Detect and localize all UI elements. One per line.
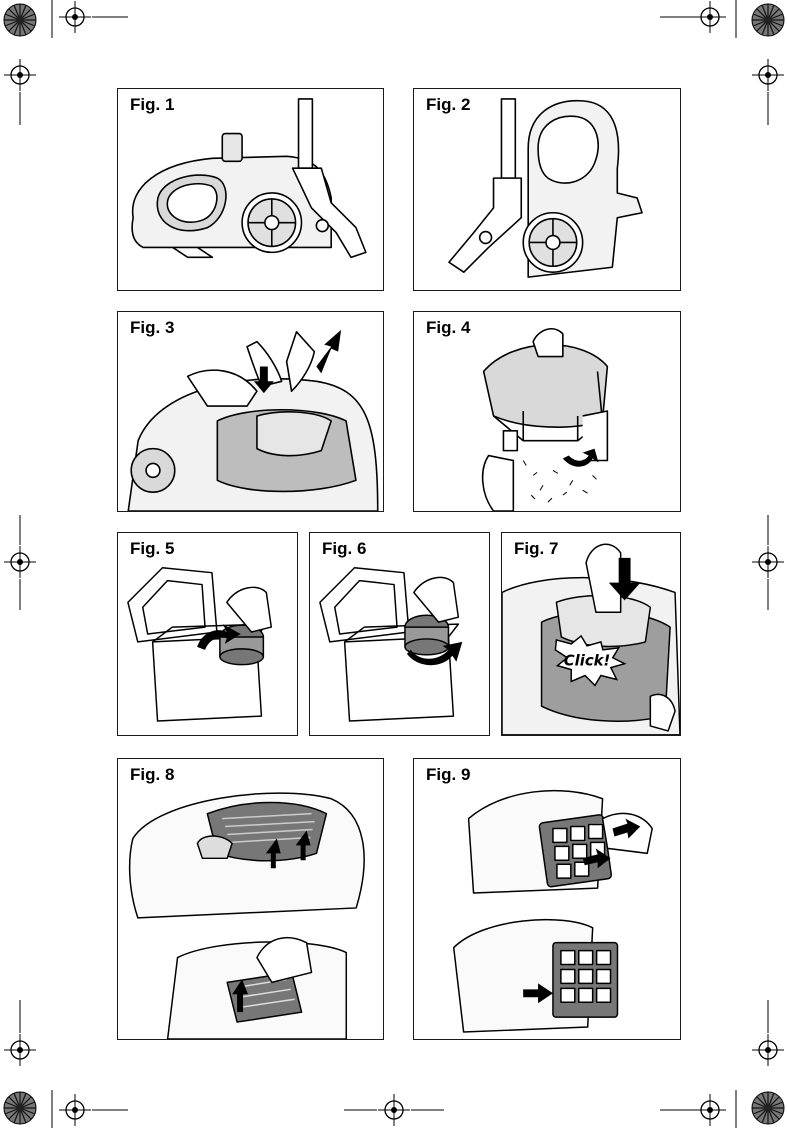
figure-1: Fig. 1 [117,88,384,291]
install-filter-illustration [310,533,489,735]
figure-label: Fig. 9 [424,765,472,785]
figure-4: Fig. 4 [413,311,681,512]
remove-filter-illustration [118,533,297,735]
click-container-illustration: Click! [502,533,680,735]
figure-3: Fig. 3 [117,311,384,512]
color-wheel-top-left [4,4,36,36]
figure-label: Fig. 6 [320,539,368,559]
figure-9: Fig. 9 [413,758,681,1040]
figure-2: Fig. 2 [413,88,681,291]
color-wheel-top-right [752,4,784,36]
figure-label: Fig. 4 [424,318,472,338]
click-callout: Click! [564,653,610,670]
replace-hepa-filter-illustration [414,759,680,1039]
lift-container-illustration [118,312,383,511]
figure-label: Fig. 5 [128,539,176,559]
rotate-arrow-icon [563,449,599,467]
figure-8: Fig. 8 [117,758,384,1040]
color-wheel-bottom-left [4,1092,36,1124]
figure-label: Fig. 3 [128,318,176,338]
figure-7: Fig. 7 Click! [501,532,681,736]
vacuum-parked-illustration [414,89,680,290]
vacuum-side-view-illustration [118,89,383,290]
figure-label: Fig. 2 [424,95,472,115]
figure-label: Fig. 8 [128,765,176,785]
empty-container-illustration [414,312,680,511]
figure-label: Fig. 7 [512,539,560,559]
figure-label: Fig. 1 [128,95,176,115]
figure-6: Fig. 6 [309,532,490,736]
up-arrow-icon [316,330,341,374]
figure-5: Fig. 5 [117,532,298,736]
exhaust-filter-illustration [118,759,383,1039]
color-wheel-bottom-right [752,1092,784,1124]
